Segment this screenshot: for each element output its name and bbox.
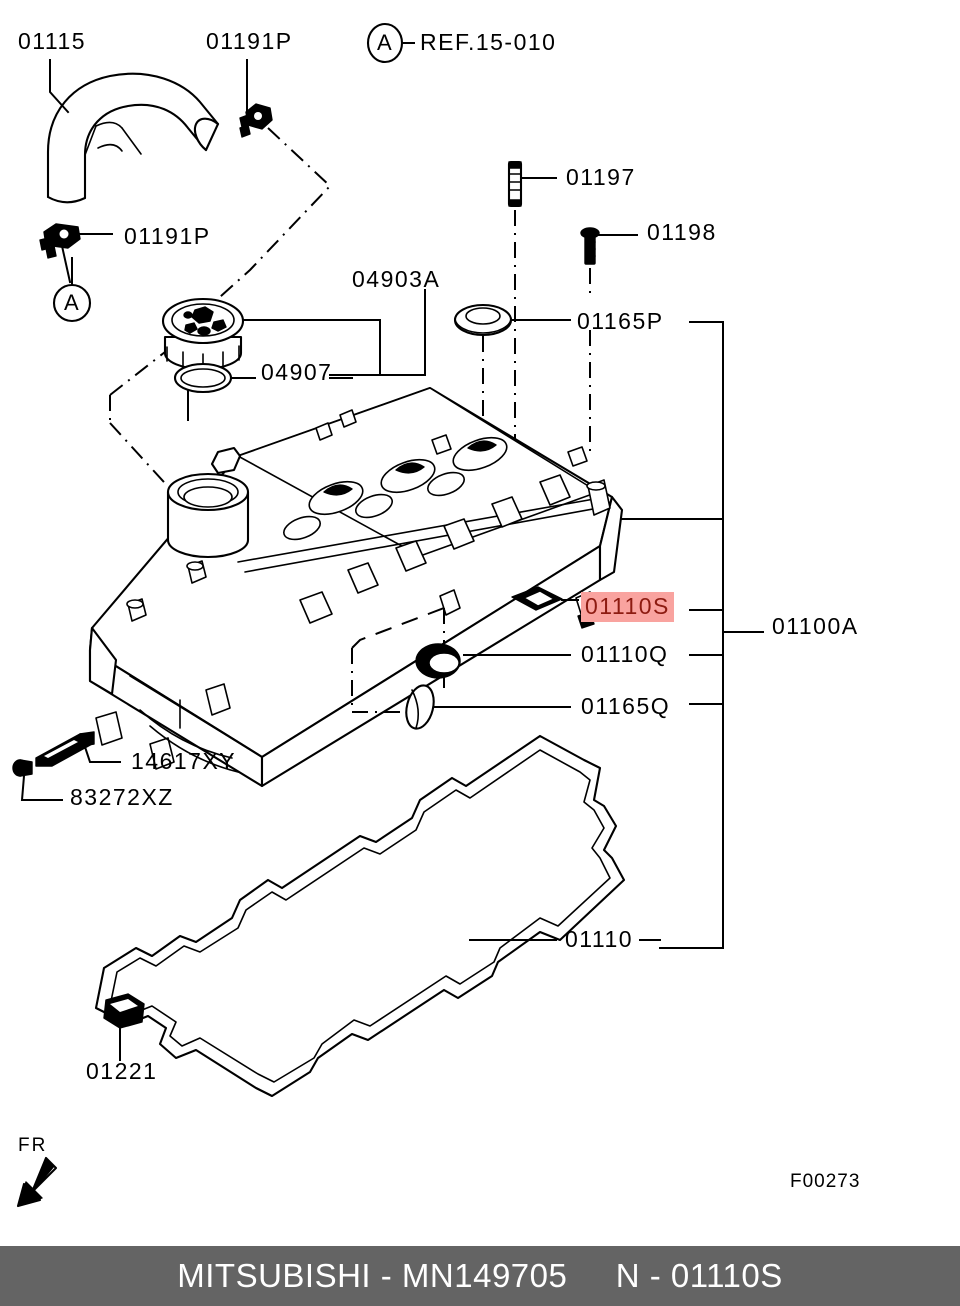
part-label-01221: 01221 [86, 1058, 158, 1084]
part-label-01191P-left: 01191P [124, 223, 211, 249]
fr-direction-arrow [16, 1156, 58, 1208]
part-label-04907: 04907 [261, 359, 333, 385]
part-label-14617XY: 14617XY [131, 748, 237, 774]
spark-plug-tube-oring-part [415, 643, 571, 679]
rocker-cover-gasket-part [94, 734, 661, 1098]
bolt-01198-part [580, 227, 638, 265]
bracket-04903A [329, 289, 426, 376]
callout-a-letter: A [64, 290, 79, 315]
part-label-01165Q: 01165Q [581, 693, 671, 719]
reference-a-circle [366, 22, 404, 64]
construction-line-tube [351, 648, 412, 713]
fr-label: FR [18, 1135, 48, 1156]
construction-line-cap [109, 351, 166, 396]
part-label-83272XZ: 83272XZ [70, 784, 174, 810]
banner-text: MITSUBISHI - MN149705 N - 01110S [177, 1257, 783, 1294]
part-label-01191P-top: 01191P [206, 28, 293, 54]
spark-plug-tube-seal-part [511, 586, 579, 611]
stud-part [507, 160, 557, 208]
leader-01115 [49, 59, 70, 114]
reference-note-text: REF.15-010 [420, 29, 557, 55]
part-label-01110S: 01110S [581, 592, 674, 622]
part-label-01110: 01110 [565, 926, 634, 952]
bottom-banner: MITSUBISHI - MN149705 N - 01110S [0, 1246, 960, 1306]
part-label-01197: 01197 [566, 164, 636, 190]
part-label-01110Q: 01110Q [581, 641, 669, 667]
breather-hose-part [46, 72, 220, 204]
blanking-plug-part [103, 993, 145, 1061]
cable-bracket-part [35, 731, 121, 767]
sealing-washer-upper-part [453, 303, 571, 337]
construction-line-clip [171, 127, 332, 341]
bracket-bolt-part [12, 759, 63, 801]
part-label-01100A: 01100A [772, 613, 859, 639]
part-label-04903A: 04903A [352, 266, 441, 292]
construction-line-tube3 [351, 607, 445, 649]
rocker-cover-body [88, 386, 624, 788]
drawing-number: F00273 [790, 1171, 861, 1192]
part-label-01115: 01115 [18, 28, 87, 54]
part-label-01198: 01198 [647, 219, 717, 245]
sealing-washer-lower-part [405, 684, 571, 730]
oil-filler-oring-part [173, 362, 353, 394]
construction-line-cap-3 [109, 422, 206, 528]
reference-a-letter: A [377, 30, 392, 55]
assembly-bracket-01100A [599, 321, 764, 949]
part-label-01165P: 01165P [577, 308, 664, 334]
hose-clip-upper-part [239, 103, 273, 138]
hose-clip-lower-part [39, 223, 113, 284]
